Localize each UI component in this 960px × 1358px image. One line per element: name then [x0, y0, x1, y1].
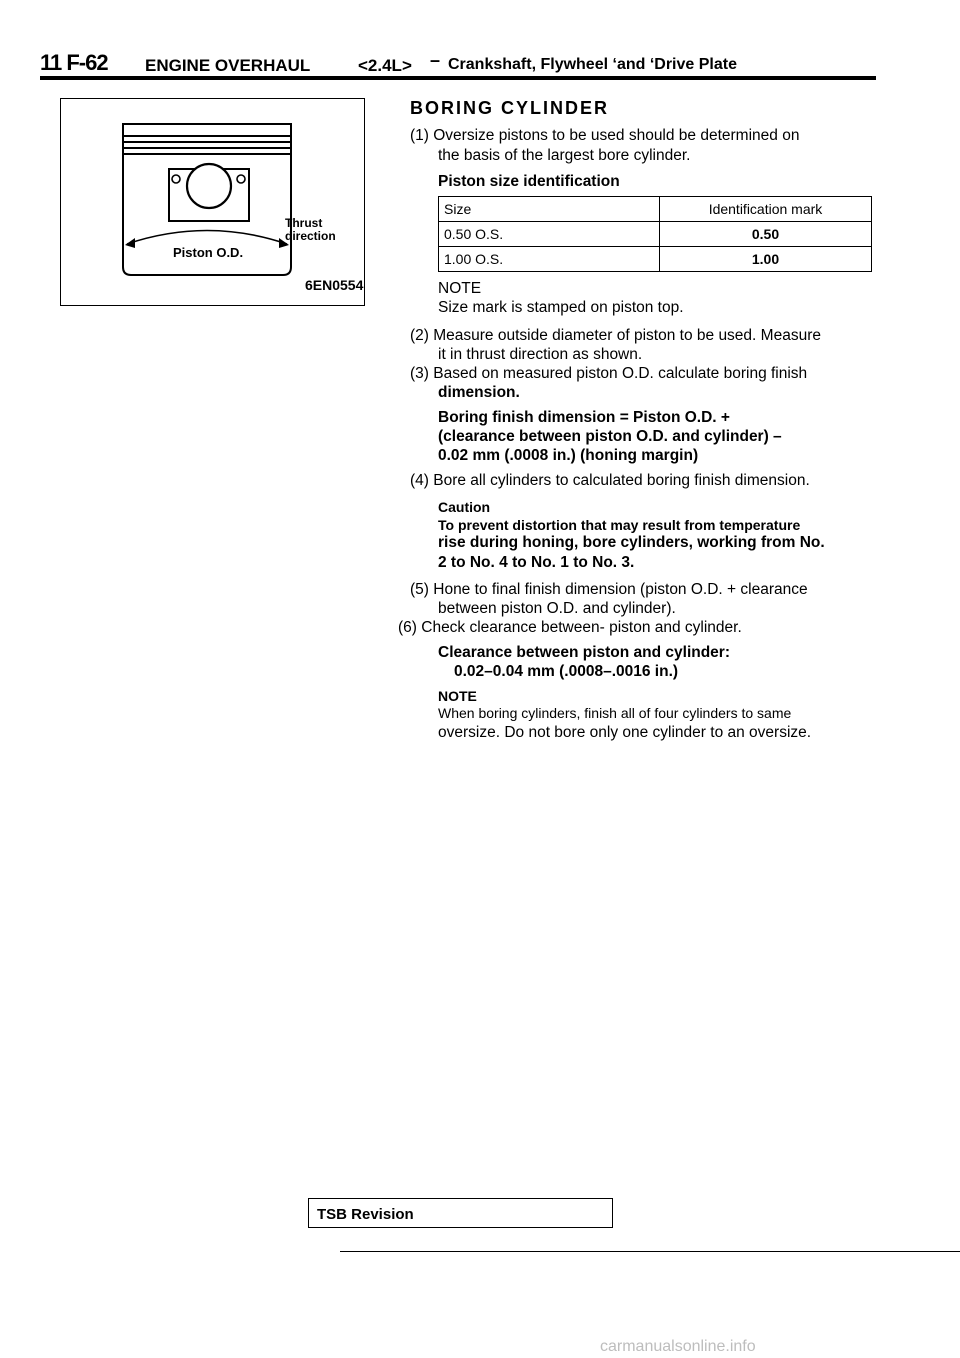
step-3-line-1: (3) Based on measured piston O.D. calcul…: [410, 365, 808, 382]
page-number: 11 F-62: [40, 50, 109, 75]
step-2-line-2: it in thrust direction as shown.: [438, 346, 643, 363]
caution-line-3: 2 to No. 4 to No. 1 to No. 3.: [438, 554, 635, 571]
piston-size-table: Size Identification mark 0.50 O.S. 0.50 …: [438, 196, 872, 272]
step-3-line-2: dimension.: [438, 384, 520, 401]
step-4: (4) Bore all cylinders to calculated bor…: [410, 472, 810, 489]
table-cell-mark: 0.50: [659, 221, 872, 247]
piston-od-label: Piston O.D.: [173, 245, 244, 260]
step-1-line-1: (1) Oversize pistons to be used should b…: [410, 127, 800, 144]
caution-label: Caution: [438, 499, 491, 515]
table-title: Piston size identification: [438, 173, 620, 190]
footer-rule: [340, 1251, 960, 1252]
step-6: (6) Check clearance between- piston and …: [398, 619, 742, 636]
header-rule: [40, 76, 876, 80]
section-title: ENGINE OVERHAUL: [145, 56, 311, 75]
table-cell-mark: 1.00: [659, 246, 872, 272]
thrust-direction-label: Thrust direction: [285, 216, 336, 243]
clearance-value: 0.02–0.04 mm (.0008–.0016 in.): [454, 663, 679, 680]
table-cell-size: 1.00 O.S.: [438, 246, 660, 272]
note2-line-1: When boring cylinders, finish all of fou…: [438, 705, 792, 721]
boring-cylinder-heading: BORING CYLINDER: [410, 98, 610, 118]
note2-label: NOTE: [438, 688, 477, 704]
table-header-mark: Identification mark: [659, 196, 872, 222]
caution-line-1: To prevent distortion that may result fr…: [438, 517, 801, 533]
step-1-line-2: the basis of the largest bore cylinder.: [438, 147, 691, 164]
subsection-title: Crankshaft, Flywheel ‘and ‘Drive Plate: [448, 56, 737, 73]
note2-line-2: oversize. Do not bore only one cylinder …: [438, 724, 812, 741]
note-label: NOTE: [438, 280, 482, 297]
note-text: Size mark is stamped on piston top.: [438, 299, 684, 316]
header-dash: –: [430, 50, 441, 70]
piston-diagram: [122, 123, 292, 276]
clearance-title: Clearance between piston and cylinder:: [438, 644, 730, 661]
caution-line-2: rise during honing, bore cylinders, work…: [438, 534, 825, 551]
step-2-line-1: (2) Measure outside diameter of piston t…: [410, 327, 821, 344]
formula-line-2: (clearance between piston O.D. and cylin…: [438, 428, 782, 445]
step-5-line-1: (5) Hone to final finish dimension (pist…: [410, 581, 808, 598]
engine-tag: <2.4L>: [358, 56, 412, 75]
table-header-size: Size: [438, 196, 660, 222]
table-row: 1.00 O.S. 1.00: [438, 246, 872, 272]
formula-line-3: 0.02 mm (.0008 in.) (honing margin): [438, 447, 699, 464]
piston-figure: Thrust direction Piston O.D. 6EN0554: [60, 98, 365, 306]
formula-line-1: Boring finish dimension = Piston O.D. +: [438, 409, 730, 426]
table-cell-size: 0.50 O.S.: [438, 221, 660, 247]
watermark: carmanualsonline.info: [600, 1338, 756, 1355]
tsb-revision-box: TSB Revision: [308, 1198, 613, 1228]
figure-code: 6EN0554: [305, 277, 364, 293]
step-5-line-2: between piston O.D. and cylinder).: [438, 600, 676, 617]
table-row: 0.50 O.S. 0.50: [438, 221, 872, 247]
table-header-row: Size Identification mark: [438, 196, 872, 222]
